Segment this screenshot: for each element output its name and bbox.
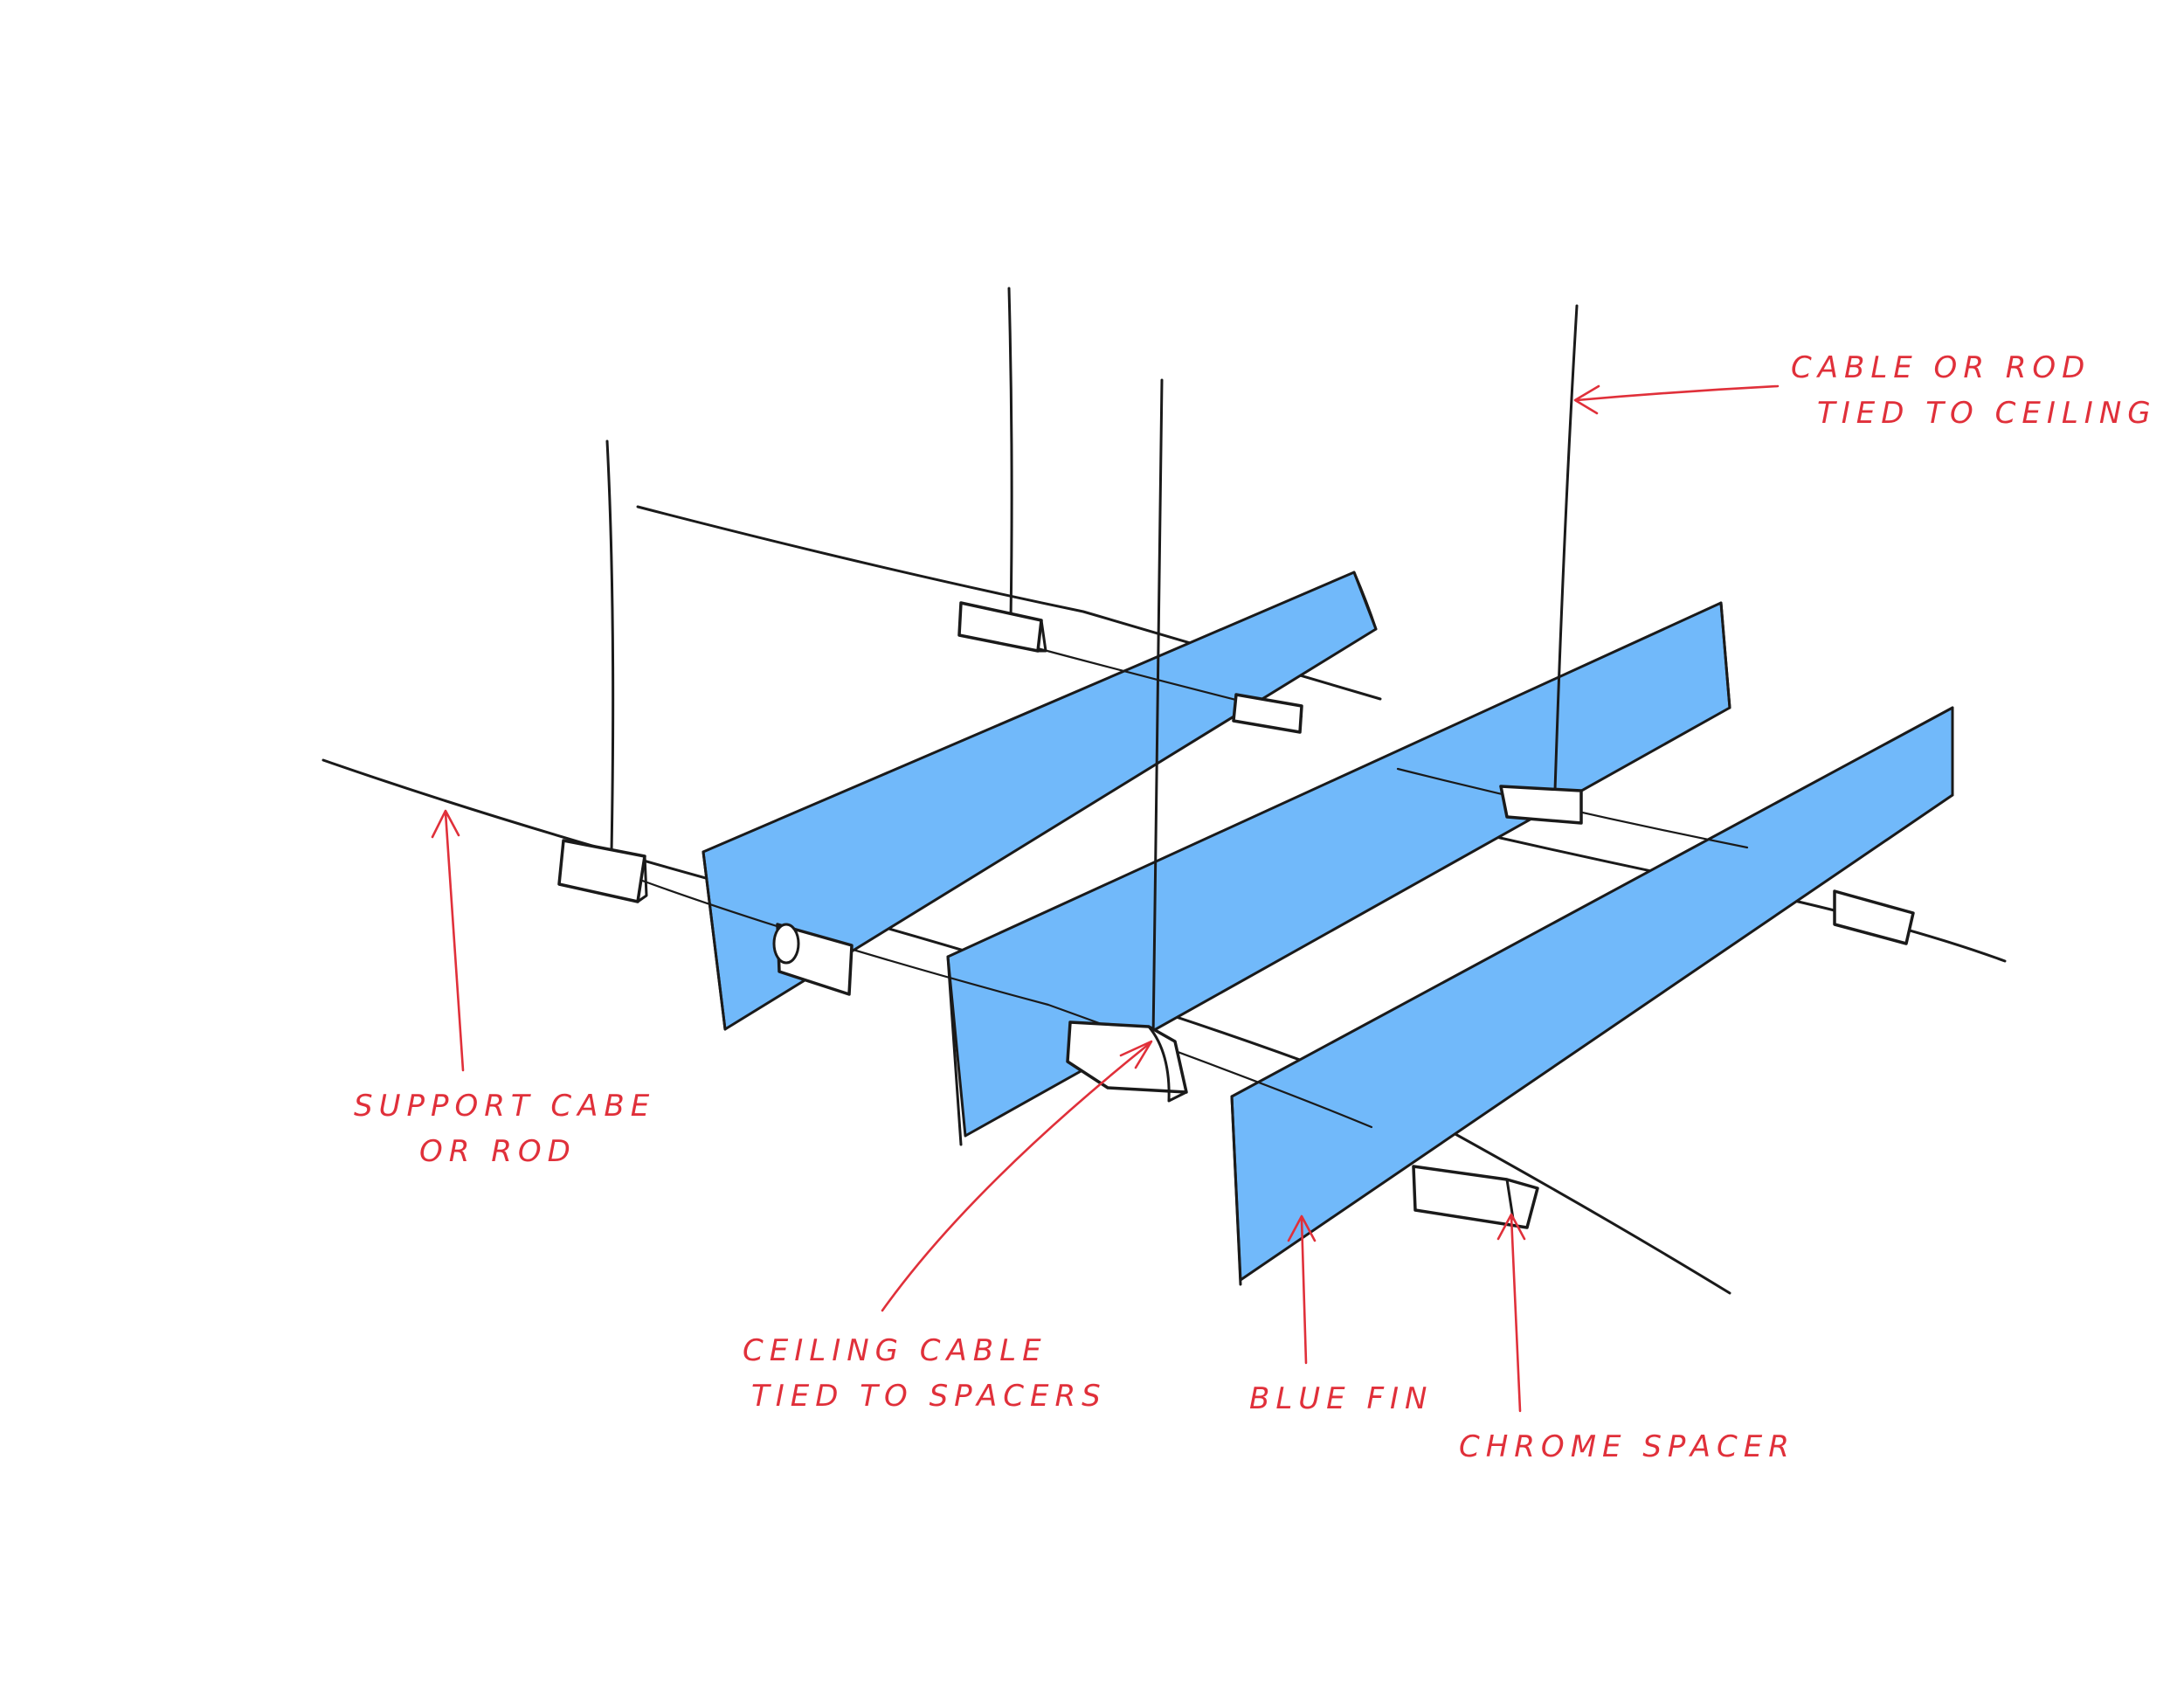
arrow-chrome-spacer (1496, 1213, 1526, 1413)
spacer-4 (772, 923, 854, 996)
label-blue-fin: BLUE FIN (1249, 1381, 1434, 1416)
spacer-8 (1412, 1165, 1539, 1229)
label-chrome-spacer: CHROME SPACER (1459, 1429, 1795, 1464)
arrow-cable-or-rod (1573, 384, 1780, 415)
label-cable-or-rod: CABLE OR ROD TIED TO CEILING (1791, 350, 2157, 431)
arrow-blue-fin (1287, 1214, 1317, 1365)
label-support-cable: SUPPORT CABE OR ROD (354, 1089, 656, 1169)
front-cable-over-fins (610, 868, 1373, 1129)
label-ceiling-cable: CEILING CABLE TIED TO SPACERS (743, 1333, 1107, 1414)
spacer-1 (557, 839, 648, 903)
blue-fin-1 (702, 571, 1378, 1031)
spacer-5 (1066, 1020, 1188, 1103)
ceiling-rod-1 (605, 439, 615, 854)
blue-fin-3 (1230, 706, 1954, 1286)
spacer-6 (1499, 785, 1583, 825)
arrow-ceiling-cable (881, 1040, 1153, 1312)
ceiling-rod-3 (1151, 378, 1164, 1041)
ceiling-rod-4 (1553, 304, 1579, 792)
back-support-cable (636, 505, 1382, 701)
arrow-support-cable (431, 809, 465, 1072)
ceiling-rod-2 (1007, 287, 1013, 622)
spacer-7 (1833, 889, 1915, 945)
spacer-2 (957, 601, 1047, 653)
spacer-3 (1232, 693, 1303, 734)
blue-fin-2 (946, 601, 1731, 1146)
